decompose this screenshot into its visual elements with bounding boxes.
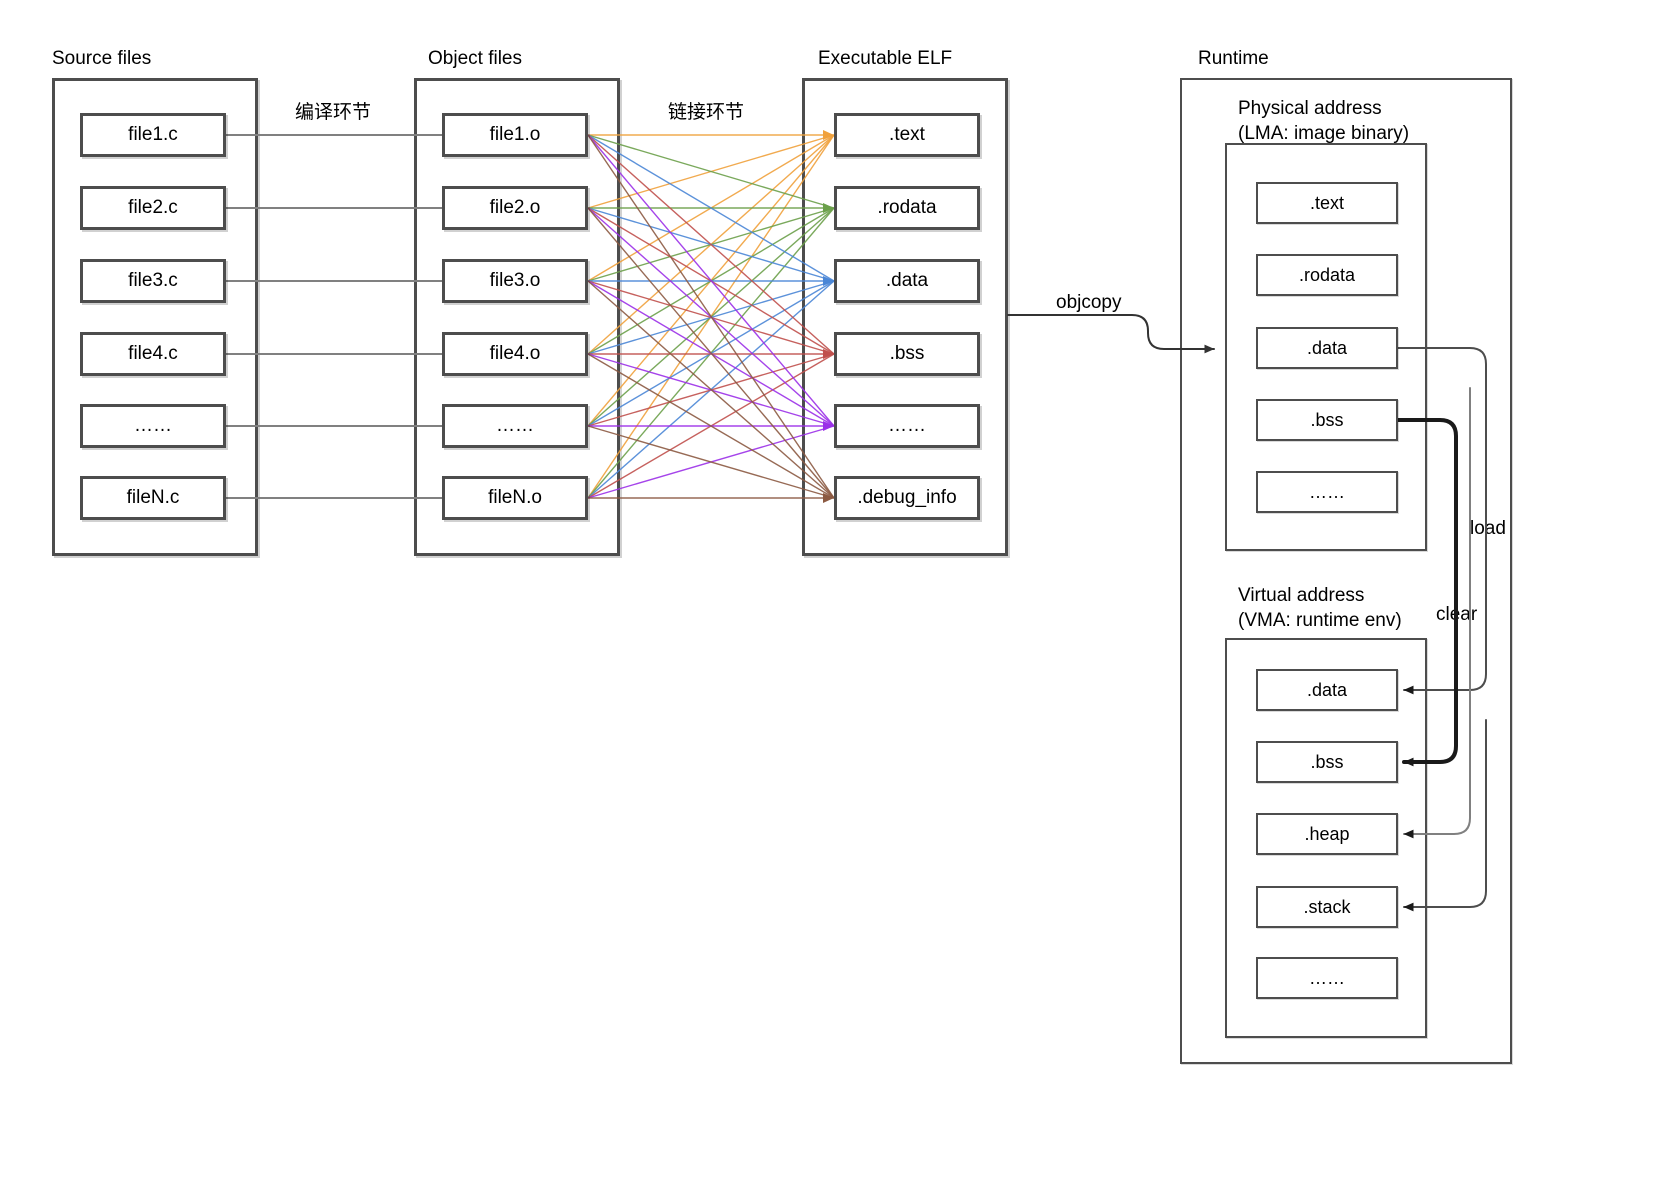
connector	[587, 353, 835, 499]
connector	[587, 134, 835, 282]
group-frame-runtime	[1180, 78, 1512, 1064]
column-title-executable-elf: Executable ELF	[818, 48, 953, 69]
connector	[587, 207, 835, 499]
column-title-runtime: Runtime	[1198, 48, 1269, 69]
elf-section-box-3[interactable]: .bss	[834, 332, 980, 376]
connector	[587, 134, 835, 499]
lma-section-box-4[interactable]: ……	[1256, 471, 1398, 513]
object-file-box-5[interactable]: fileN.o	[442, 476, 588, 520]
connector	[587, 207, 835, 499]
connector	[587, 280, 835, 355]
source-file-box-3[interactable]: file4.c	[80, 332, 226, 376]
load-label: load	[1470, 518, 1506, 539]
source-file-box-0[interactable]: file1.c	[80, 113, 226, 157]
stage-label-compile: 编译环节	[295, 102, 372, 123]
connector	[587, 280, 835, 499]
connector	[587, 134, 835, 355]
object-file-box-4[interactable]: ……	[442, 404, 588, 448]
object-file-box-2[interactable]: file3.o	[442, 259, 588, 303]
connector	[587, 353, 835, 427]
elf-section-box-4[interactable]: ……	[834, 404, 980, 448]
elf-section-box-1[interactable]: .rodata	[834, 186, 980, 230]
lma-section-box-1[interactable]: .rodata	[1256, 254, 1398, 296]
vma-caption: Virtual address (VMA: runtime env)	[1238, 585, 1402, 631]
elf-section-box-0[interactable]: .text	[834, 113, 980, 157]
column-title-source-files: Source files	[52, 48, 152, 69]
lma-section-box-2[interactable]: .data	[1256, 327, 1398, 369]
source-file-box-4[interactable]: ……	[80, 404, 226, 448]
clear-label: clear	[1436, 604, 1478, 625]
vma-section-box-1[interactable]: .bss	[1256, 741, 1398, 783]
connector	[587, 134, 835, 427]
connector	[587, 134, 835, 282]
connector	[587, 425, 835, 499]
object-file-box-3[interactable]: file4.o	[442, 332, 588, 376]
source-file-box-1[interactable]: file2.c	[80, 186, 226, 230]
elf-section-box-2[interactable]: .data	[834, 259, 980, 303]
lma-caption: Physical address (LMA: image binary)	[1238, 98, 1410, 144]
lma-section-box-3[interactable]: .bss	[1256, 399, 1398, 441]
stage-label-link: 链接环节	[668, 102, 745, 123]
connector	[587, 134, 835, 499]
column-title-object-files: Object files	[428, 48, 522, 69]
connector	[587, 207, 835, 427]
connector	[587, 280, 835, 427]
connector	[587, 134, 835, 427]
source-file-box-2[interactable]: file3.c	[80, 259, 226, 303]
objcopy-label: objcopy	[1056, 292, 1122, 313]
connector	[587, 134, 835, 209]
vma-section-box-3[interactable]: .stack	[1256, 886, 1398, 928]
connector	[587, 207, 835, 282]
connector	[587, 207, 835, 427]
elf-section-box-5[interactable]: .debug_info	[834, 476, 980, 520]
lma-section-box-0[interactable]: .text	[1256, 182, 1398, 224]
connector	[587, 353, 835, 499]
object-file-box-1[interactable]: file2.o	[442, 186, 588, 230]
vma-section-box-0[interactable]: .data	[1256, 669, 1398, 711]
source-file-box-5[interactable]: fileN.c	[80, 476, 226, 520]
connector	[587, 353, 835, 427]
connector	[587, 280, 835, 499]
connector	[587, 207, 835, 355]
vma-section-box-4[interactable]: ……	[1256, 957, 1398, 999]
connector	[587, 207, 835, 282]
object-file-box-0[interactable]: file1.o	[442, 113, 588, 157]
connector	[587, 280, 835, 427]
group-frame-source-files	[52, 78, 258, 556]
connector	[587, 207, 835, 355]
connector	[587, 425, 835, 499]
connector	[587, 134, 835, 209]
connector	[587, 134, 835, 355]
vma-section-box-2[interactable]: .heap	[1256, 813, 1398, 855]
connector	[587, 280, 835, 355]
